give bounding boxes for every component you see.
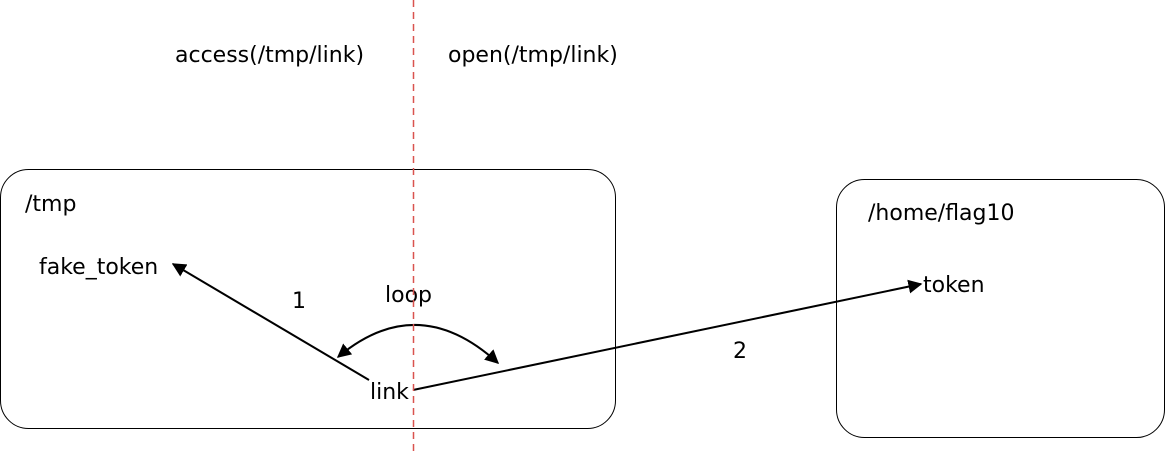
- edge-2-label: 2: [733, 339, 747, 364]
- token-node: token: [923, 273, 985, 298]
- loop-arc: [336, 324, 500, 364]
- link-node: link: [370, 380, 409, 405]
- home-flag10-box: [836, 179, 1165, 438]
- loop-label: loop: [385, 283, 432, 308]
- edge-1-label: 1: [292, 289, 306, 314]
- left-call-label: access(/tmp/link): [175, 43, 364, 68]
- right-call-label: open(/tmp/link): [448, 43, 618, 68]
- edge-link-to-fake-token: [171, 263, 370, 381]
- edge-link-to-token: [412, 279, 923, 391]
- fake-token-node: fake_token: [39, 255, 158, 280]
- tmp-box-title: /tmp: [25, 192, 76, 217]
- tmp-box: [0, 169, 616, 429]
- home-box-title: /home/flag10: [868, 201, 1015, 226]
